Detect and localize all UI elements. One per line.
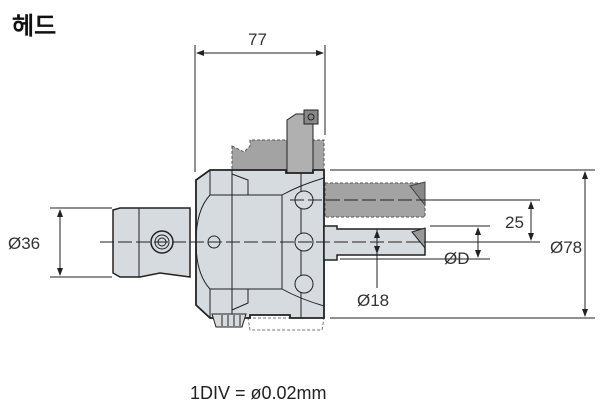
dim-max-diameter: Ø78 xyxy=(550,238,582,257)
dimension-lines xyxy=(50,45,595,319)
dim-length: 77 xyxy=(248,30,267,49)
dim-bar-diameter: Ø18 xyxy=(357,291,389,310)
center-lines xyxy=(100,199,440,243)
footnote: 1DIV = ø0.02mm xyxy=(190,383,327,403)
dim-offset: 25 xyxy=(505,213,524,232)
dim-shank-diameter: Ø36 xyxy=(8,234,40,253)
dim-bore-diameter: ØD xyxy=(444,249,470,268)
ghost-tool-top xyxy=(231,109,426,331)
page-title: 헤드 xyxy=(12,12,57,40)
head-body xyxy=(195,169,325,328)
knurled-nut xyxy=(211,313,247,328)
